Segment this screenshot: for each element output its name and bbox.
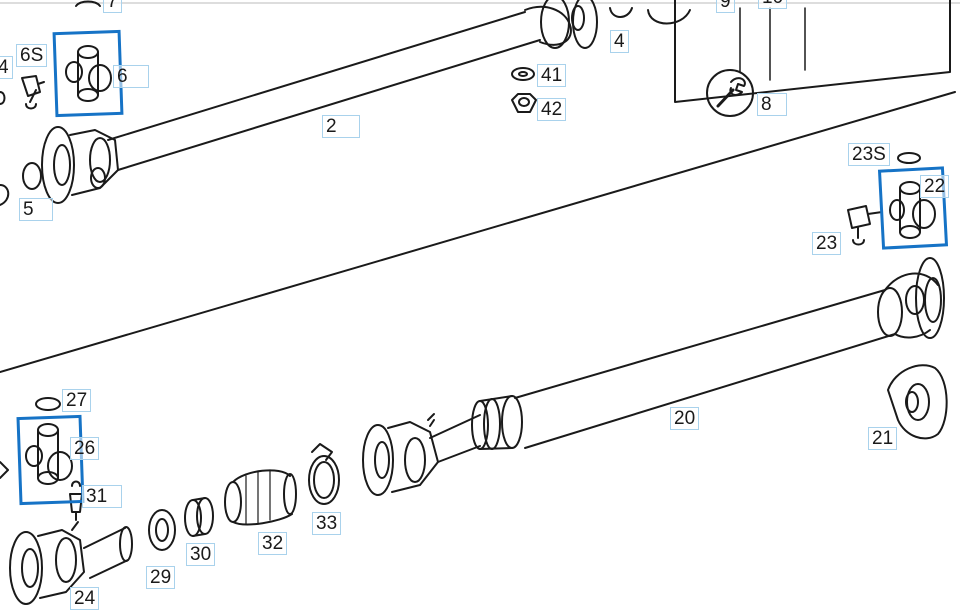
- part-32-rubber-boot: [224, 469, 297, 526]
- label-part-9: 9: [716, 0, 735, 13]
- label-part-31: 31: [82, 485, 122, 508]
- label-part-4-top: 4: [610, 30, 629, 53]
- label-part-10: 10: [758, 0, 788, 9]
- label-part-33: 33: [312, 512, 342, 535]
- highlight-box-part-26: [16, 414, 85, 506]
- part-33-hose-clamp: [308, 443, 340, 505]
- label-part-23: 23: [812, 232, 842, 255]
- part-42-nut: [511, 93, 537, 113]
- part-27-clip: [35, 397, 61, 411]
- label-part-26: 26: [70, 437, 100, 460]
- label-part-22: 22: [920, 175, 950, 198]
- upper-propeller-shaft: [41, 0, 598, 204]
- front-short-shaft: [9, 521, 133, 605]
- label-part-23S: 23S: [848, 143, 890, 166]
- part-7-clip: [75, 0, 101, 7]
- lower-propeller-shaft: [362, 257, 945, 496]
- tool-inset-frame: [674, 0, 951, 103]
- part-21-flange: [887, 364, 948, 440]
- label-part-7: 7: [103, 0, 122, 13]
- left-circlip: [0, 184, 10, 206]
- label-part-21: 21: [868, 427, 898, 450]
- label-part-6: 6: [113, 65, 149, 88]
- label-part-42: 42: [537, 98, 567, 121]
- label-part-8: 8: [757, 93, 787, 116]
- part-26-universal-joint-cross: [25, 423, 73, 485]
- label-part-24: 24: [70, 587, 100, 610]
- label-part-30: 30: [186, 543, 216, 566]
- part-29-ring: [148, 509, 176, 551]
- label-part-5: 5: [19, 198, 53, 221]
- label-part-6S: 6S: [16, 44, 48, 67]
- part-41-washer: [511, 67, 535, 81]
- part-23-nipple: [847, 205, 883, 246]
- part-ring-top: [647, 9, 691, 25]
- left-ring-small: [0, 91, 6, 105]
- left-nipple-fragment: [0, 461, 9, 479]
- part-6S-nipple: [21, 75, 45, 110]
- part-31-nipple: [69, 480, 83, 521]
- part-4-ring: [609, 7, 633, 18]
- part-6-universal-joint-cross: [65, 45, 112, 102]
- part-23S-clip: [897, 152, 921, 164]
- label-part-20: 20: [670, 407, 700, 430]
- label-part-29: 29: [146, 566, 176, 589]
- part-30-sleeve: [184, 497, 214, 537]
- label-part-4-left: 4: [0, 56, 13, 79]
- label-part-2: 2: [322, 115, 360, 138]
- part-8-wrench-icon: [706, 69, 754, 117]
- label-part-27: 27: [62, 389, 92, 412]
- part-5-ring: [22, 162, 42, 190]
- label-part-32: 32: [258, 532, 288, 555]
- section-divider-line: [0, 91, 956, 373]
- label-part-41: 41: [537, 64, 567, 87]
